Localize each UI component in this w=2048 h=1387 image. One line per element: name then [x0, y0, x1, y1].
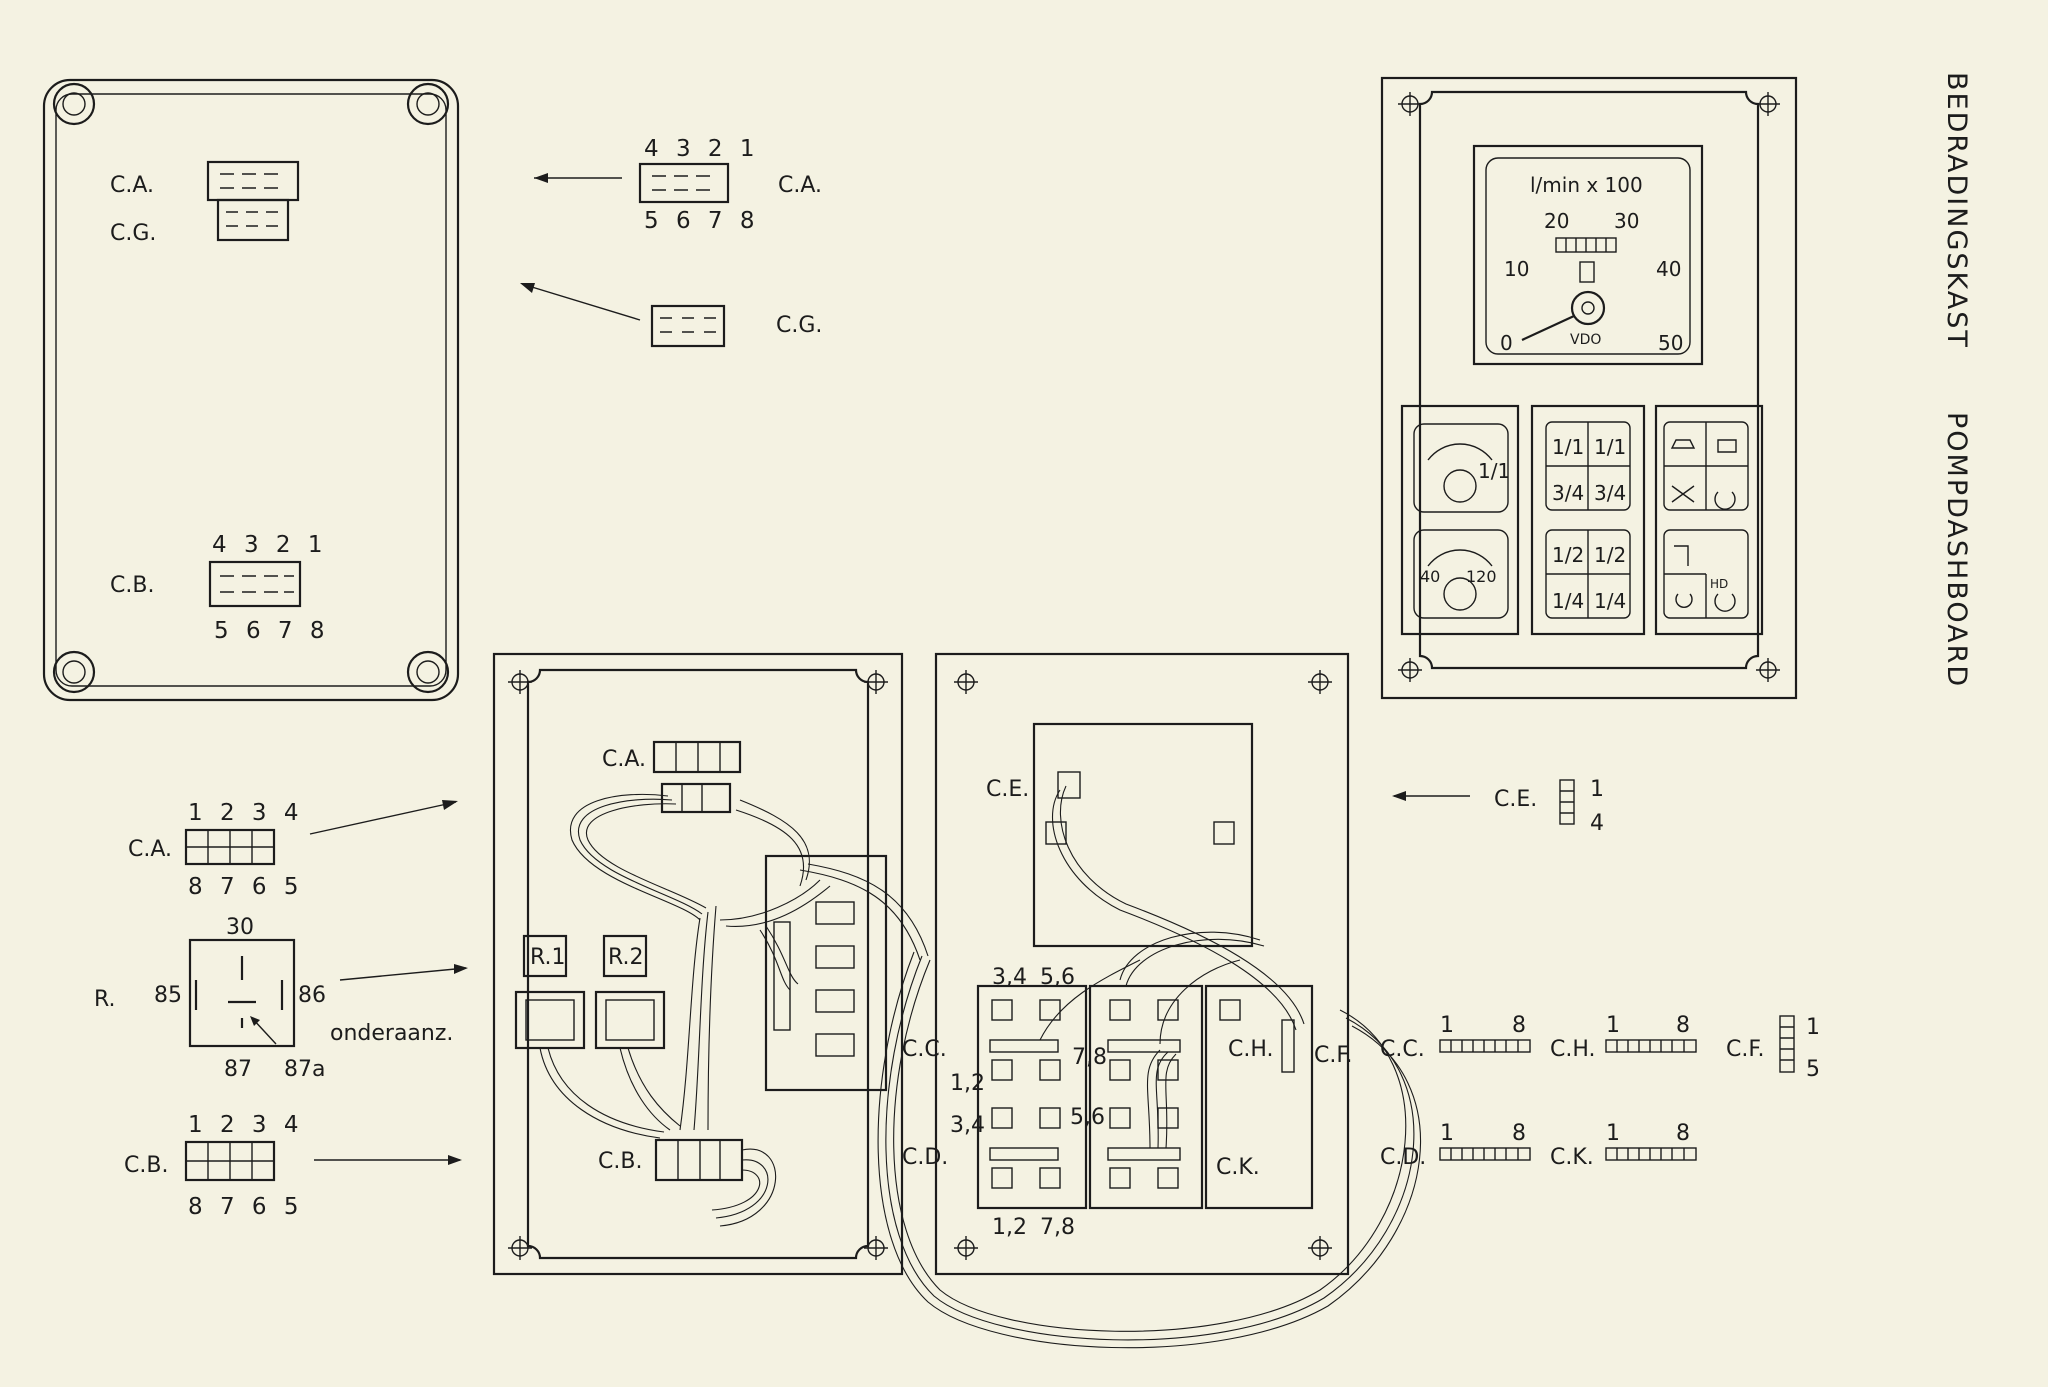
connector-callouts-top: 4 3 2 1 5 6 7 8 C.A. C.G.	[520, 136, 822, 348]
gauge-tick-30: 30	[1614, 209, 1639, 233]
callout-label-ca: C.A.	[778, 173, 822, 198]
callout-label-cg: C.G.	[776, 313, 822, 338]
gauge-tick-0: 0	[1500, 331, 1513, 355]
fuse-label-b12: 1,2	[992, 1215, 1027, 1240]
fuse-label-b78: 7,8	[1040, 1215, 1075, 1240]
strip-callouts: C.E. 1 4 C.C. 1 8 C.H. 1 8 C.F. 1 5 C.D.…	[1380, 777, 1820, 1170]
temp-gauge-low: 40	[1420, 567, 1440, 586]
cc-strip-end: 8	[1512, 1013, 1526, 1038]
pump-dashboard: l/min x 100 10 20 30 40 0 50 VDO 1/1 40 …	[1380, 76, 1798, 700]
callout-label-ck: C.K.	[1550, 1145, 1594, 1170]
gauge-tick-10: 10	[1504, 257, 1529, 281]
ck-strip-start: 1	[1606, 1121, 1620, 1146]
inner-panel-relays: C.A. R.1 R.2 C.B.	[492, 652, 929, 1276]
panel-label-cf: C.F.	[1314, 1043, 1352, 1068]
cover-label-cb: C.B.	[110, 573, 154, 598]
ce-strip-end: 4	[1590, 811, 1604, 836]
gauge-unit: l/min x 100	[1530, 173, 1643, 197]
panel-label-cb: C.B.	[598, 1149, 642, 1174]
fuse-label-a12: 1,2	[950, 1071, 985, 1096]
fuel-gauge-full: 1/1	[1478, 459, 1510, 483]
def-label-cb: C.B.	[124, 1153, 168, 1178]
def-cb-pins-bottom: 8 7 6 5	[188, 1194, 303, 1220]
def-ca-pins-bottom: 8 7 6 5	[188, 874, 303, 900]
grid-half-right: 1/2	[1594, 543, 1626, 567]
fuse-label-b34: 3,4	[950, 1113, 985, 1138]
panel-label-cd: C.D.	[902, 1145, 948, 1170]
ck-strip-end: 8	[1676, 1121, 1690, 1146]
fuse-label-a78: 7,8	[1072, 1045, 1107, 1070]
cf-strip-start: 1	[1806, 1015, 1820, 1040]
grid-3q-left: 3/4	[1552, 481, 1584, 505]
inner-panel-fuses: C.E. 3,4 5,6 1,2 7,8 3,4 5,6 1,2 7,8	[877, 652, 1421, 1349]
callout-ca-pins-bottom: 5 6 7 8	[644, 208, 759, 234]
cd-strip-end: 8	[1512, 1121, 1526, 1146]
relay-pin-85: 85	[154, 983, 182, 1008]
cover-label-cg: C.G.	[110, 221, 156, 246]
cover-label-ca: C.A.	[110, 173, 154, 198]
warning-hd: HD	[1710, 577, 1728, 591]
callout-ca-pins-top: 4 3 2 1	[644, 136, 759, 162]
panel-label-ch: C.H.	[1228, 1037, 1274, 1062]
def-ca-pins-top: 1 2 3 4	[188, 800, 303, 826]
ch-strip-end: 8	[1676, 1013, 1690, 1038]
grid-full-right: 1/1	[1594, 435, 1626, 459]
grid-quarter-right: 1/4	[1594, 589, 1626, 613]
callout-label-ce: C.E.	[1494, 787, 1537, 812]
cover-cb-pins-top: 4 3 2 1	[212, 532, 327, 558]
title-main: BEDRADINGSKAST	[1941, 72, 1972, 349]
grid-quarter-left: 1/4	[1552, 589, 1584, 613]
cd-strip-start: 1	[1440, 1121, 1454, 1146]
def-cb-pins-top: 1 2 3 4	[188, 1112, 303, 1138]
fuse-label-a34: 3,4	[992, 965, 1027, 990]
title-sub: POMPDASHBOARD	[1941, 412, 1972, 688]
relay-pin-30: 30	[226, 915, 254, 940]
panel-label-ca: C.A.	[602, 747, 646, 772]
cc-strip-start: 1	[1440, 1013, 1454, 1038]
fuse-label-b56: 5,6	[1070, 1105, 1105, 1130]
grid-full-left: 1/1	[1552, 435, 1584, 459]
sheet-title: BEDRADINGSKAST POMPDASHBOARD	[1941, 72, 1972, 688]
callout-label-cf: C.F.	[1726, 1037, 1764, 1062]
relay-view-note: onderaanz.	[330, 1021, 453, 1046]
panel-label-ce: C.E.	[986, 777, 1029, 802]
temp-gauge-high: 120	[1466, 567, 1497, 586]
callout-label-ch: C.H.	[1550, 1037, 1596, 1062]
cover-cb-pins-bottom: 5 6 7 8	[214, 618, 329, 644]
grid-3q-right: 3/4	[1594, 481, 1626, 505]
ce-strip-start: 1	[1590, 777, 1604, 802]
enclosure-cover: C.A. C.G. 4 3 2 1 5 6 7 8 C.B.	[42, 78, 460, 702]
def-label-ca: C.A.	[128, 837, 172, 862]
gauge-tick-50: 50	[1658, 331, 1683, 355]
ch-strip-start: 1	[1606, 1013, 1620, 1038]
gauge-tick-40: 40	[1656, 257, 1681, 281]
panel-label-cc: C.C.	[902, 1037, 947, 1062]
relay-pin-87: 87	[224, 1057, 252, 1082]
callout-label-cd: C.D.	[1380, 1145, 1426, 1170]
grid-half-left: 1/2	[1552, 543, 1584, 567]
gauge-tick-20: 20	[1544, 209, 1569, 233]
gauge-brand: VDO	[1570, 332, 1601, 348]
relay-pin-87a: 87a	[284, 1057, 325, 1082]
left-definitions: 1 2 3 4 8 7 6 5 C.A. 30 85 86 87 87a ond…	[94, 800, 468, 1220]
panel-label-ck: C.K.	[1216, 1155, 1260, 1180]
relay-r1-label: R.1	[530, 945, 566, 970]
fuse-label-a56: 5,6	[1040, 965, 1075, 990]
callout-label-cc: C.C.	[1380, 1037, 1425, 1062]
cf-strip-end: 5	[1806, 1057, 1820, 1082]
relay-pin-86: 86	[298, 983, 326, 1008]
relay-r2-label: R.2	[608, 945, 644, 970]
def-label-r: R.	[94, 987, 116, 1012]
